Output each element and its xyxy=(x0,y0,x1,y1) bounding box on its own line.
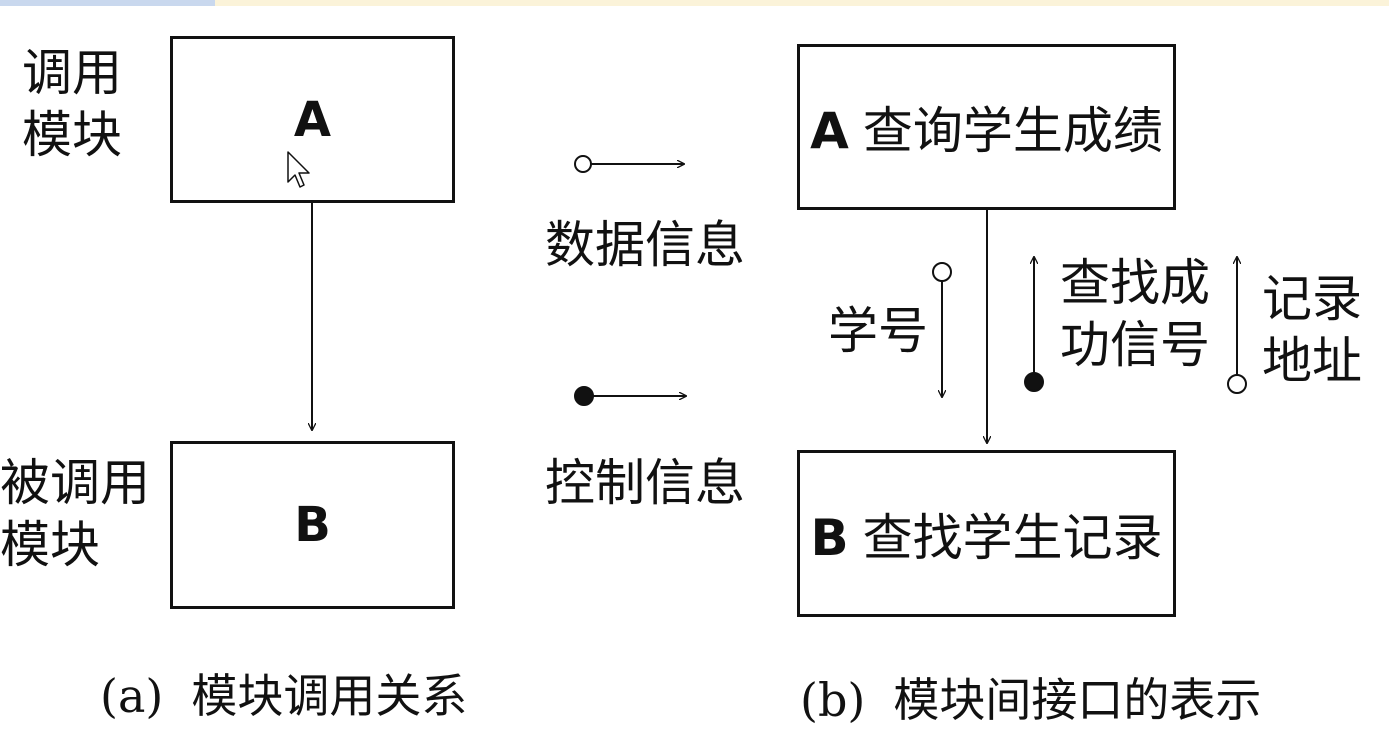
module-b-label: B xyxy=(294,497,331,553)
success-signal-control-couple xyxy=(1024,257,1044,392)
callee-module-label: 被调用 模块 xyxy=(0,452,150,576)
caption-a-text: 模块调用关系 xyxy=(191,669,468,723)
module-b-title-text: 查找学生记录 xyxy=(862,508,1163,567)
called-module-box-b: B xyxy=(170,441,455,609)
success-signal-line-1: 查找成 xyxy=(1060,254,1210,312)
calling-module-box-a: A xyxy=(170,36,455,203)
caption-a: (a) 模块调用关系 xyxy=(100,668,467,724)
module-a-label: A xyxy=(293,91,332,148)
caption-b-text: 模块间接口的表示 xyxy=(893,673,1262,727)
caller-label-line-1: 调用 xyxy=(22,44,122,102)
caption-b: (b) 模块间接口的表示 xyxy=(800,672,1261,728)
search-success-signal-label: 查找成 功信号 xyxy=(1060,252,1210,376)
caller-label-line-2: 模块 xyxy=(22,106,122,164)
student-id-label: 学号 xyxy=(828,302,928,360)
caption-a-marker: (a) xyxy=(100,669,164,723)
top-strip-accent xyxy=(0,0,215,6)
data-couple-legend-icon xyxy=(574,155,684,173)
module-a-title-letter: A xyxy=(810,102,849,160)
record-address-data-couple xyxy=(1227,257,1247,394)
record-address-line-1: 记录 xyxy=(1262,270,1362,328)
data-info-label: 数据信息 xyxy=(545,216,745,274)
success-signal-line-2: 功信号 xyxy=(1060,316,1210,374)
top-strip xyxy=(0,0,1389,6)
callee-label-line-1: 被调用 xyxy=(0,454,150,512)
callee-label-line-2: 模块 xyxy=(0,516,100,574)
module-b-title-letter: B xyxy=(810,508,849,567)
record-address-label: 记录 地址 xyxy=(1262,268,1362,392)
student-id-data-couple xyxy=(932,262,952,397)
caption-b-marker: (b) xyxy=(800,673,866,727)
control-couple-legend-icon xyxy=(574,386,686,406)
record-address-line-2: 地址 xyxy=(1262,332,1362,390)
caller-module-label: 调用 模块 xyxy=(22,42,122,166)
module-a-title-text: 查询学生成绩 xyxy=(862,102,1163,160)
control-info-label: 控制信息 xyxy=(545,454,745,512)
